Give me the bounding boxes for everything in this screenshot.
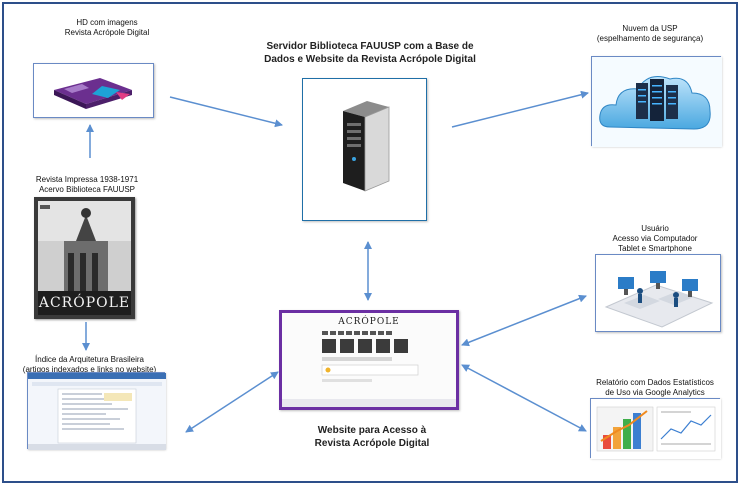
server-tower-icon [343, 101, 390, 192]
arrow-server-to-cloud [451, 90, 589, 128]
server-label: Servidor Biblioteca FAUUSP com a Base de… [264, 41, 476, 65]
website-screenshot [282, 331, 456, 407]
hd-image [33, 63, 154, 118]
analytics-label: Relatório com Dados Estatísticos de Uso … [596, 378, 714, 397]
printed-label: Revista Impressa 1938-1971 Acervo Biblio… [35, 175, 139, 194]
arrow-website-analytics [461, 364, 587, 432]
monument-photo [34, 197, 135, 319]
arrow-hd-to-server [169, 96, 283, 128]
users-image [595, 254, 721, 332]
server-image [302, 78, 427, 221]
website-screen-title: ACRÓPOLE [338, 317, 400, 327]
analytics-image [590, 398, 721, 459]
analytics-report-icon [591, 399, 721, 459]
magazine-title: ACRÓPOLE [38, 295, 131, 311]
cloud-label: Nuvem da USP (espelhamento de segurança) [596, 24, 704, 43]
index-image [27, 372, 166, 450]
website-image: ACRÓPOLE [279, 310, 459, 410]
website-label: Website para Acesso à Revista Acrópole D… [314, 425, 430, 449]
arrow-website-index [185, 371, 279, 433]
magazine-cover: ACRÓPOLE [34, 197, 135, 319]
index-screenshot [28, 373, 166, 450]
network-puzzle-icon [604, 271, 714, 328]
cloud-server-icon [592, 57, 722, 147]
diagram-frame [2, 2, 738, 483]
arrow-website-users [461, 294, 587, 347]
index-label: Índice da Arquitetura Brasileira (artigo… [22, 355, 157, 374]
users-label: Usuário Acesso via Computador Tablet e S… [612, 224, 698, 253]
cloud-image [591, 56, 722, 147]
hd-label: HD com imagens Revista Acrópole Digital [64, 18, 150, 37]
hard-drive-icon [54, 78, 132, 109]
